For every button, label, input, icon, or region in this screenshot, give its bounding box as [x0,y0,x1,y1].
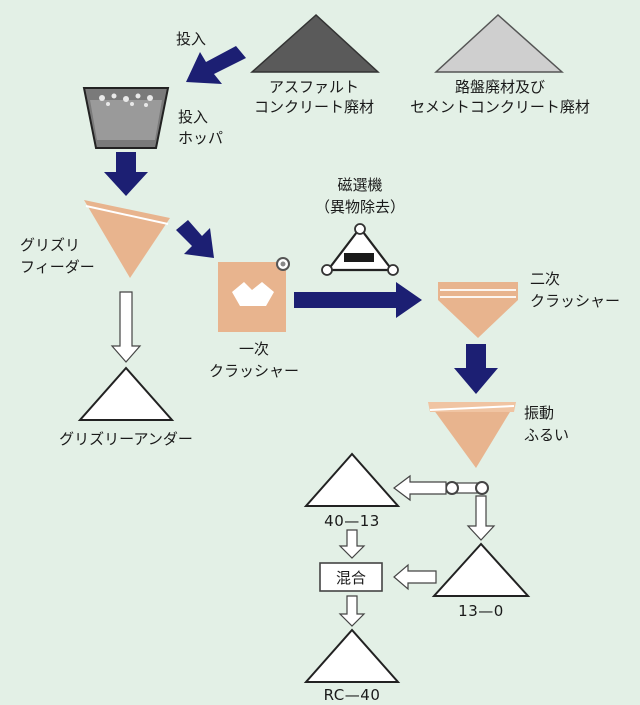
13-0-to-mix-arrow [393,563,437,591]
grizzly-feeder [84,200,170,278]
mix-label: 混合 [336,569,366,587]
roadbed-label-line1: 路盤廃材及び [455,78,545,96]
grizzly-under-pile [77,366,175,421]
asphalt-label-line1: アスファルト [269,78,359,96]
feeder-to-primary-arrow [176,220,214,258]
input-hopper [82,87,170,149]
screen-conveyor [393,474,489,502]
hopper-label-line2: ホッパ [178,129,223,147]
vibrating-screen-label-line2: ふるい [524,426,569,444]
primary-crusher-label-line1: 一次 [239,340,269,358]
magnetic-separator-label-line1: 磁選機 [337,176,382,194]
vibrating-screen-label-line1: 振動 [524,404,554,422]
secondary-crusher-label-line1: 二次 [530,270,560,288]
secondary-crusher [438,282,518,338]
grizzly-feeder-label-line1: グリズリ [20,236,80,254]
mix-to-rc40-arrow [338,595,366,627]
grizzly-under-label: グリズリーアンダー [59,430,193,448]
hopper-to-feeder-arrow [104,152,148,196]
grizzly-feeder-label-line2: フィーダー [20,258,95,276]
roadbed-label-line2: セメントコンクリート廃材 [410,98,590,116]
grizzly-under-arrow [110,291,142,363]
primary-crusher [218,257,290,332]
mix-box [319,562,383,592]
input-label: 投入 [176,30,206,48]
vibrating-screen [428,402,516,468]
primary-to-secondary-arrow [294,282,422,318]
asphalt-label-line2: コンクリート廃材 [254,98,374,116]
primary-crusher-label-line2: クラッシャー [209,362,299,380]
pile-40-13-label: 40—13 [324,512,380,530]
pile-rc40-label: RC—40 [324,686,381,704]
pile-13-0-label: 13—0 [458,602,504,620]
secondary-crusher-label-line2: クラッシャー [530,292,620,310]
pile-13-0 [431,542,531,597]
screen-to-13-0-arrow [466,495,496,541]
magnetic-separator [321,223,399,276]
roadbed-cement-pile [434,13,564,73]
asphalt-concrete-pile [250,13,380,73]
pile-rc40 [303,628,401,683]
hopper-label-line1: 投入 [178,108,208,126]
secondary-to-screen-arrow [454,344,498,394]
input-arrow [186,46,246,84]
pile-40-13 [303,452,401,507]
magnetic-separator-label-line2: （異物除去） [315,198,405,216]
40-13-to-mix-arrow [338,529,366,559]
